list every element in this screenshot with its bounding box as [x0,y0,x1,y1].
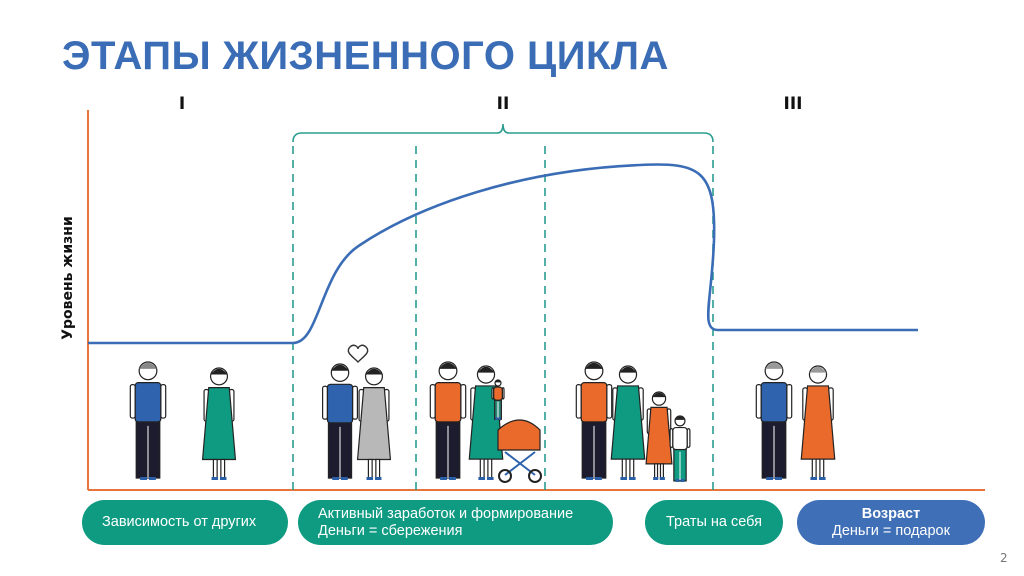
stage-label-1: I [178,94,186,114]
life-level-curve [88,163,918,345]
person-groom [322,363,359,480]
person-bride [356,367,392,480]
person-father [429,361,467,480]
page-title: ЭТАПЫ ЖИЗНЕННОГО ЦИКЛА [62,34,669,78]
stage-label-3: III [783,94,803,114]
person-mother [610,365,646,480]
pill-dependence: Зависимость от других [82,500,288,545]
stroller-icon [497,419,542,483]
person-daughter [645,391,673,480]
heart-icon [347,344,369,363]
pill-active-earning: Активный заработок и формирование Деньги… [298,500,613,545]
pill-text: Возраст [861,505,921,522]
person-grandfather [755,361,793,480]
pill-age: Возраст Деньги = подарок [797,500,985,545]
page-number: 2 [1000,551,1008,565]
stage-label-2: II [496,94,510,114]
pill-text: Активный заработок и формирование [318,505,574,522]
person-young-woman [201,367,237,480]
pill-text: Зависимость от других [102,514,257,530]
stage-bracket [292,123,714,143]
person-baby [491,379,505,420]
pill-self-spending: Траты на себя [645,500,783,545]
pill-text: Траты на себя [665,514,763,530]
pill-subtext: Деньги = подарок [832,522,950,539]
person-grandmother [800,365,836,480]
person-young-man [129,361,167,480]
person-son [669,415,691,482]
pill-subtext: Деньги = сбережения [318,522,463,539]
person-father [575,361,613,480]
